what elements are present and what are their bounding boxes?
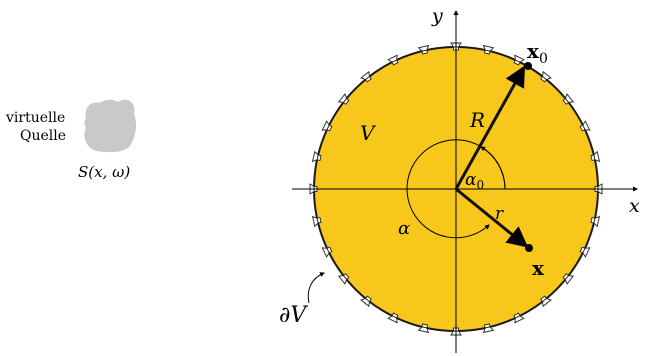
virtual-source-label-line2: Quelle [20, 128, 66, 144]
loudspeaker [482, 44, 495, 55]
vector-R [454, 65, 526, 190]
label-alpha0-main: α [465, 170, 477, 190]
label-alpha0-sub: 0 [476, 178, 484, 192]
label-x0: x0 [527, 39, 548, 67]
loudspeaker [579, 120, 591, 132]
loudspeaker-array [309, 42, 603, 336]
loudspeaker [337, 273, 350, 285]
source-signal-label: S(x, ω) [78, 163, 130, 181]
point-x0 [524, 62, 532, 70]
label-x0-sub: 0 [539, 51, 548, 67]
label-volume: V [360, 121, 377, 145]
loudspeaker [590, 215, 601, 228]
loudspeaker [311, 215, 322, 228]
loudspeaker [321, 120, 333, 132]
loudspeaker [513, 312, 525, 324]
label-x0-main: x [527, 39, 540, 63]
vector-r [455, 187, 529, 248]
label-r: r [495, 204, 504, 224]
label-R: R [469, 108, 485, 132]
virtual-source-label-line1: virtuelle [5, 110, 65, 126]
y-axis-label: y [431, 5, 443, 27]
alpha-arc [406, 139, 506, 239]
loudspeaker [579, 246, 591, 258]
loudspeaker [360, 295, 372, 308]
label-alpha0: α0 [465, 170, 484, 192]
loudspeaker [513, 54, 525, 66]
loudspeaker [337, 93, 350, 105]
loudspeaker [590, 150, 601, 163]
loudspeaker [417, 44, 430, 55]
loudspeaker [562, 273, 575, 285]
label-boundary: ∂V [279, 303, 308, 328]
loudspeaker [417, 323, 430, 334]
loudspeaker [562, 93, 575, 105]
boundary-pointer-arrow [307, 272, 325, 304]
loudspeaker [321, 246, 333, 258]
virtual-source-shape [84, 99, 137, 153]
loudspeaker [540, 70, 552, 83]
point-x [525, 244, 533, 252]
loudspeaker [387, 54, 399, 66]
loudspeaker [311, 150, 322, 163]
label-x: x [532, 256, 545, 280]
label-alpha: α [398, 218, 410, 239]
loudspeaker [360, 70, 372, 83]
loudspeaker [387, 312, 399, 324]
loudspeaker [540, 295, 552, 308]
x-axis-label: x [629, 195, 640, 217]
loudspeaker [482, 323, 495, 334]
